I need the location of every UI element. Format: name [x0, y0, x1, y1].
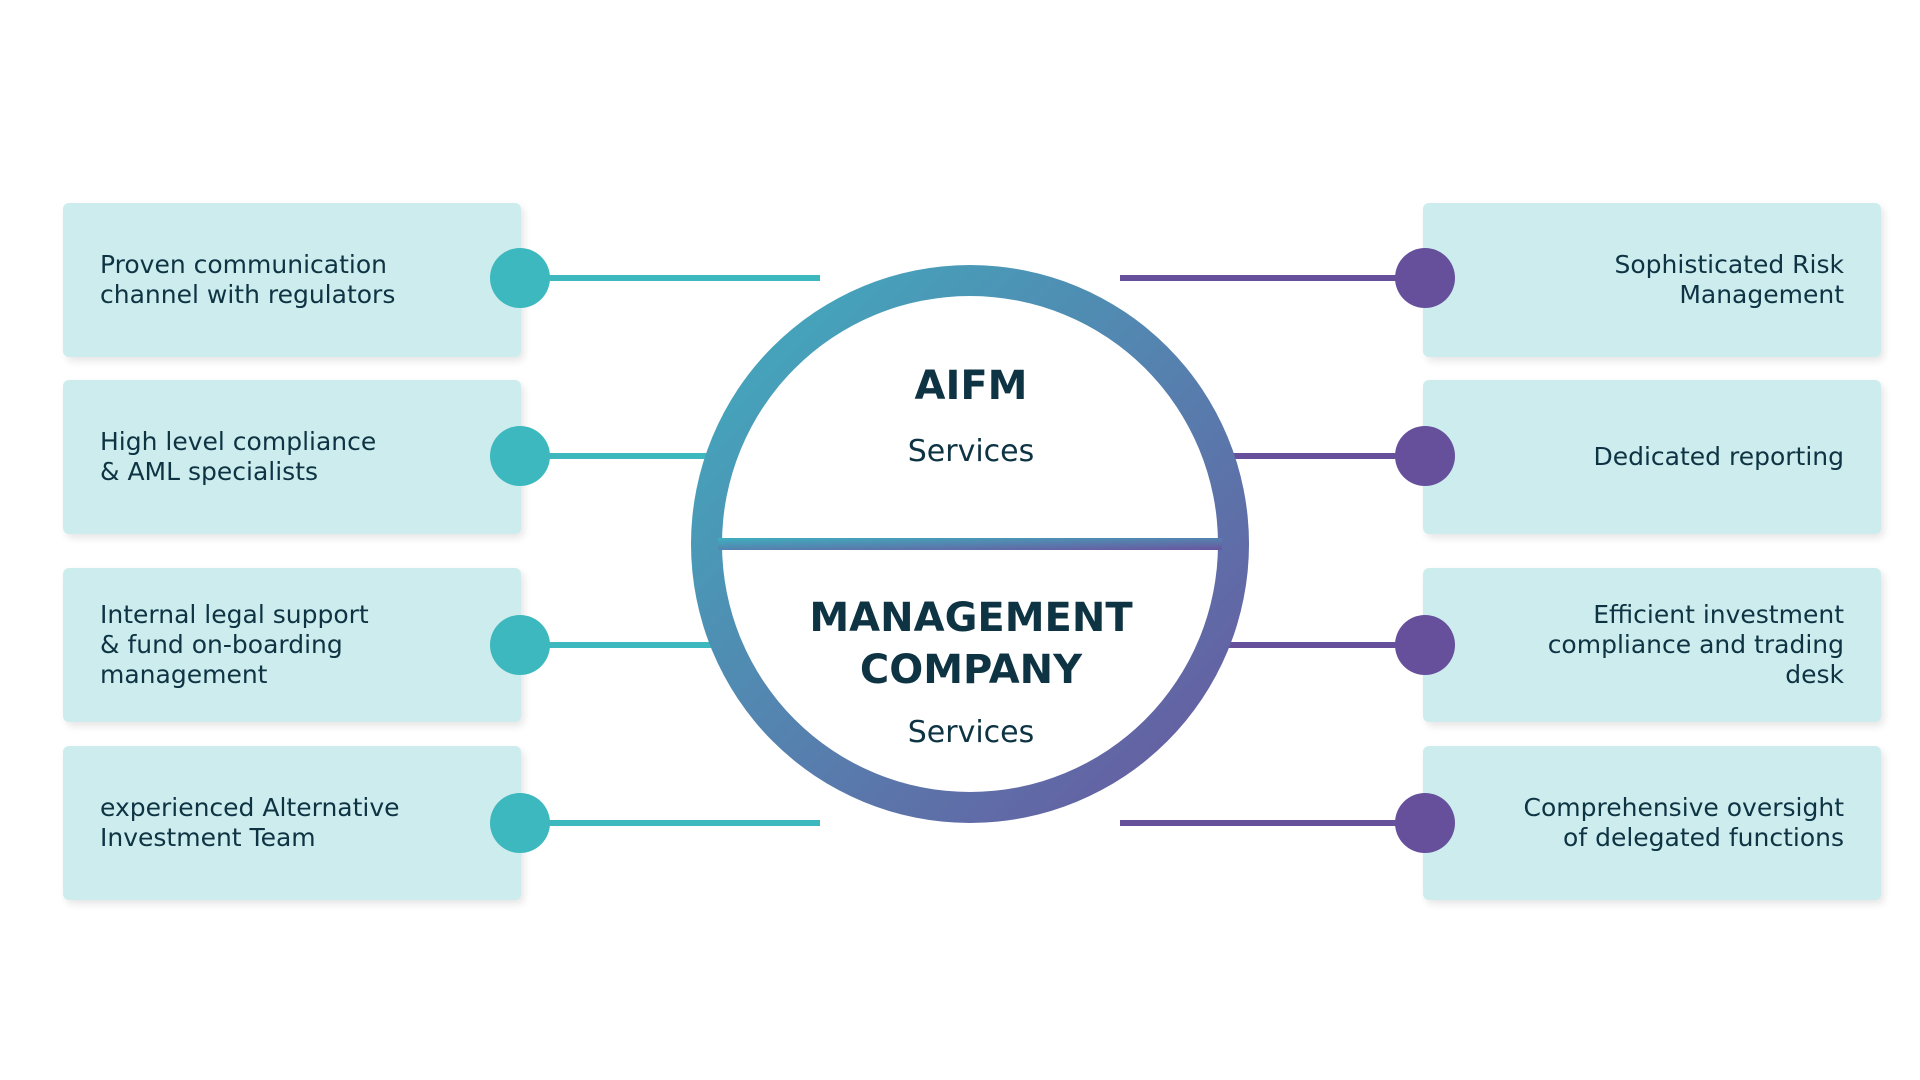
left-card-label: Internal legal support & fund on-boardin… — [100, 600, 369, 689]
left-card-regulators: Proven communication channel with regula… — [63, 203, 521, 357]
left-card-label: experienced Alternative Investment Team — [100, 793, 400, 852]
right-card-label: Dedicated reporting — [1593, 442, 1844, 471]
right-connector-dot-4 — [1395, 793, 1455, 853]
right-card-label: Efficient investment compliance and trad… — [1547, 600, 1844, 689]
right-card-trading-desk: Efficient investment compliance and trad… — [1423, 568, 1881, 722]
right-connector-dot-2 — [1395, 426, 1455, 486]
right-card-oversight: Comprehensive oversight of delegated fun… — [1423, 746, 1881, 900]
right-card-reporting: Dedicated reporting — [1423, 380, 1881, 534]
left-connector-dot-2 — [490, 426, 550, 486]
left-card-investment-team: experienced Alternative Investment Team — [63, 746, 521, 900]
left-connector-dot-3 — [490, 615, 550, 675]
aifm-services-label: Services — [907, 434, 1035, 469]
right-connector-dot-3 — [1395, 615, 1455, 675]
left-card-legal: Internal legal support & fund on-boardin… — [63, 568, 521, 722]
center-divider — [718, 538, 1222, 550]
left-connector-dot-4 — [490, 793, 550, 853]
right-card-label: Sophisticated Risk Management — [1614, 250, 1844, 309]
left-card-label: Proven communication channel with regula… — [100, 250, 396, 309]
management-company-services-label: Services — [907, 715, 1035, 750]
right-connector-dot-1 — [1395, 248, 1455, 308]
aifm-title: AIFM — [914, 363, 1028, 409]
left-card-compliance: High level compliance & AML specialists — [63, 380, 521, 534]
management-company-title: MANAGEMENT COMPANY — [809, 595, 1133, 693]
left-connector-dot-1 — [490, 248, 550, 308]
left-card-label: High level compliance & AML specialists — [100, 427, 377, 486]
right-card-label: Comprehensive oversight of delegated fun… — [1523, 793, 1844, 852]
right-card-risk-management: Sophisticated Risk Management — [1423, 203, 1881, 357]
